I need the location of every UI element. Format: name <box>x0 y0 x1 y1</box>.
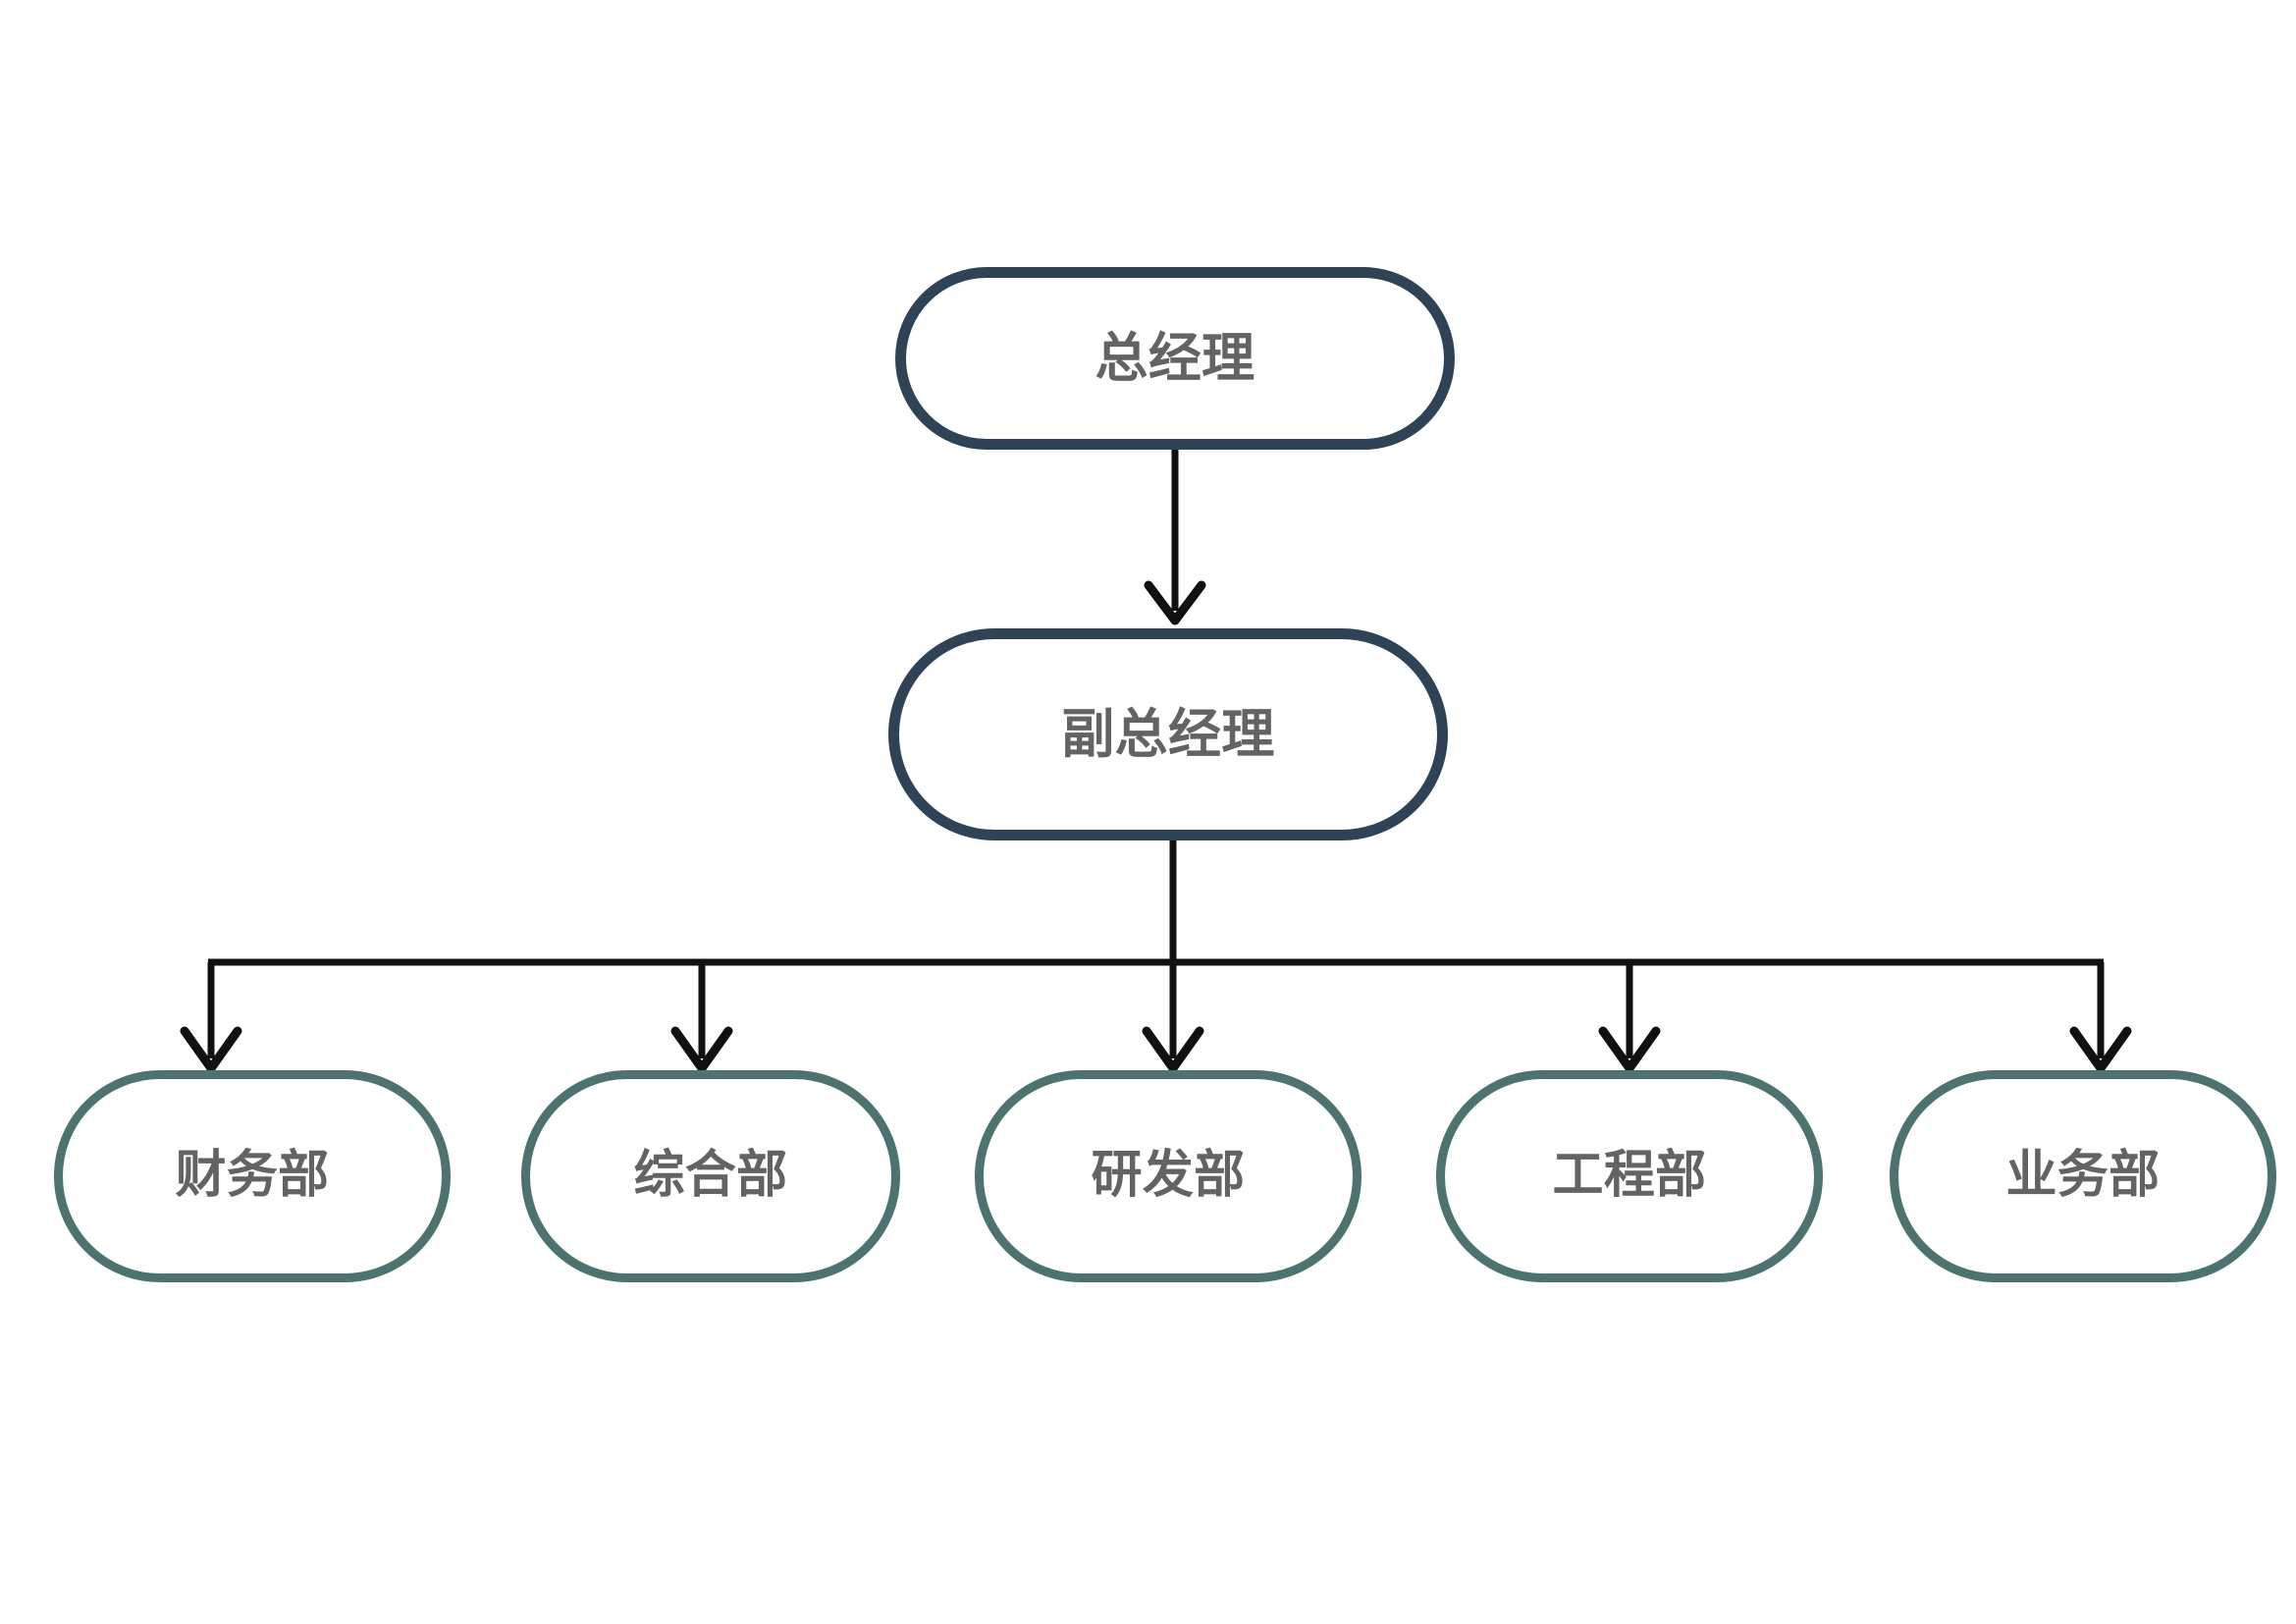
node-business-department[interactable]: 业务部 <box>1890 1070 2276 1282</box>
edge-dgm-to-finance <box>180 962 242 1073</box>
node-general-manager[interactable]: 总经理 <box>895 267 1455 450</box>
edge-gm-to-dgm <box>1144 450 1206 625</box>
node-label: 财务部 <box>175 1146 330 1206</box>
arrowhead-down <box>2069 1026 2132 1073</box>
node-label: 综合部 <box>633 1146 788 1206</box>
arrowhead-down <box>1142 1026 1204 1073</box>
edge-dgm-to-engineering <box>1598 962 1661 1073</box>
edge-dgm-to-business <box>2069 962 2132 1073</box>
arrowhead-down <box>670 1026 733 1073</box>
arrowhead-down <box>1598 1026 1661 1073</box>
node-rnd-department[interactable]: 研发部 <box>975 1070 1362 1282</box>
node-label: 研发部 <box>1091 1146 1246 1206</box>
node-general-affairs-department[interactable]: 综合部 <box>521 1070 900 1282</box>
node-deputy-general-manager[interactable]: 副总经理 <box>888 628 1448 840</box>
node-label: 副总经理 <box>1061 703 1275 766</box>
node-label: 总经理 <box>1095 327 1255 390</box>
arrowhead-down <box>180 1026 242 1073</box>
node-finance-department[interactable]: 财务部 <box>54 1070 451 1282</box>
node-engineering-department[interactable]: 工程部 <box>1436 1070 1823 1282</box>
edge-dgm-to-rnd <box>1142 962 1204 1073</box>
edge-dgm-to-general-affairs <box>670 962 733 1073</box>
node-label: 工程部 <box>1552 1146 1707 1206</box>
arrowhead-down <box>1144 580 1206 625</box>
node-label: 业务部 <box>2005 1146 2161 1206</box>
